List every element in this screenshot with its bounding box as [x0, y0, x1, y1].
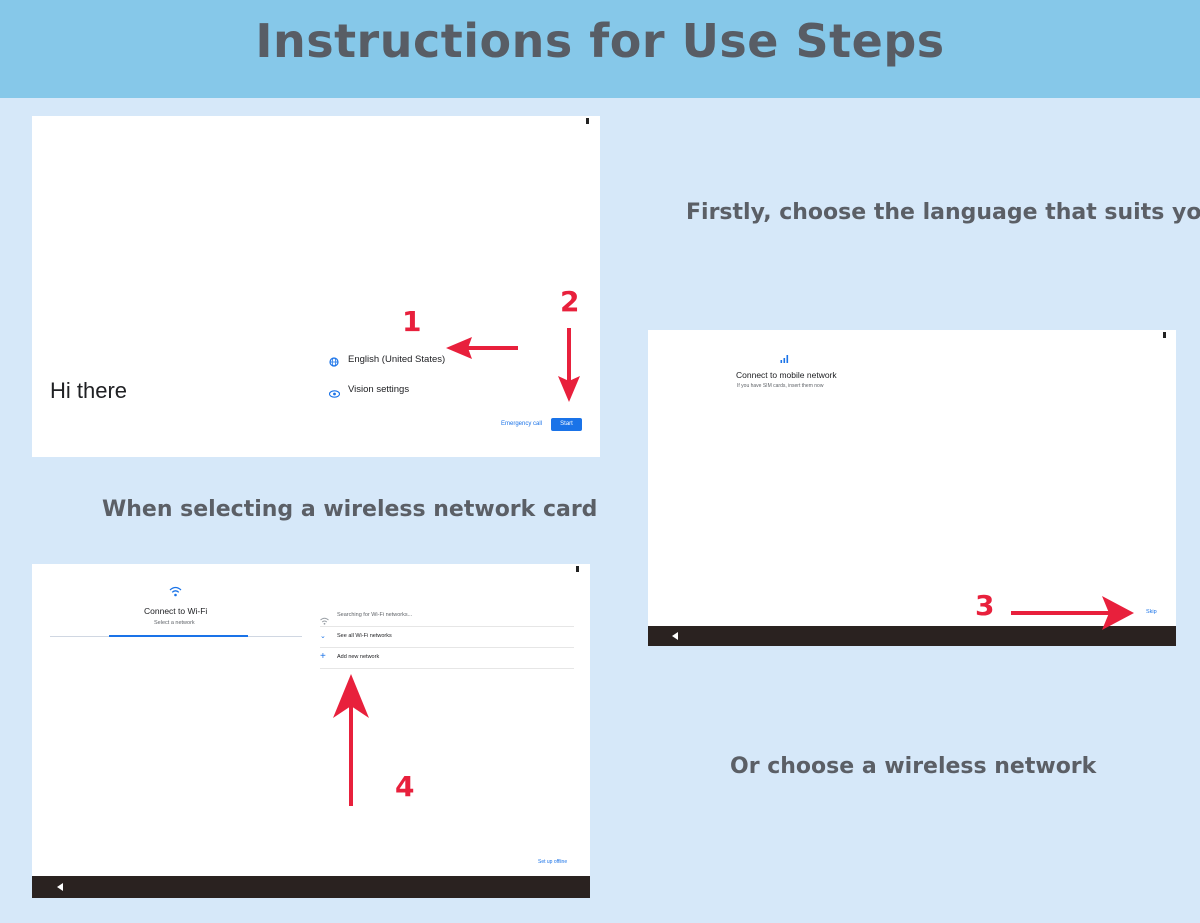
skip-button[interactable]: Skip	[1146, 609, 1157, 615]
wifi-subtitle: Select a network	[154, 620, 195, 626]
globe-icon	[329, 354, 339, 372]
mobile-title: Connect to mobile network	[736, 370, 837, 380]
step-marker-3: 3	[975, 589, 995, 622]
setup-offline-link[interactable]: Set up offline	[538, 859, 568, 865]
battery-icon	[1163, 332, 1166, 338]
mobile-subtitle: If you have SIM cards, insert them now	[737, 383, 824, 389]
caption-wireless-network: Or choose a wireless network	[730, 754, 1097, 779]
divider	[320, 647, 574, 648]
back-icon[interactable]	[672, 632, 678, 640]
greeting-text: Hi there	[50, 378, 128, 403]
caption-language: Firstly, choose the language that suits …	[686, 200, 1200, 225]
step-marker-2: 2	[560, 285, 580, 318]
wifi-searching-icon	[320, 612, 329, 630]
battery-icon	[586, 118, 589, 124]
divider	[320, 668, 574, 669]
welcome-screen: Hi there English (United States) Vision …	[32, 116, 600, 457]
arrow-to-language	[446, 337, 518, 359]
header-banner: Instructions for Use Steps	[0, 0, 1200, 98]
start-button[interactable]: Start	[551, 418, 582, 431]
navigation-bar	[32, 876, 590, 898]
step-marker-4: 4	[395, 770, 415, 803]
wifi-icon	[169, 584, 182, 602]
step-marker-1: 1	[402, 305, 422, 338]
arrow-to-start	[558, 328, 580, 402]
mobile-network-screen: Connect to mobile network If you have SI…	[648, 330, 1176, 646]
see-all-networks-link[interactable]: See all Wi-Fi networks	[337, 633, 392, 639]
chevron-down-icon: ⌄	[320, 633, 326, 640]
navigation-bar	[648, 626, 1176, 646]
eye-icon	[328, 385, 341, 403]
battery-icon	[576, 566, 579, 572]
searching-text: Searching for Wi-Fi networks...	[337, 612, 413, 618]
signal-icon	[780, 350, 789, 368]
wifi-title: Connect to Wi-Fi	[144, 606, 208, 616]
add-new-network-link[interactable]: Add new network	[337, 654, 380, 660]
arrow-to-add-network	[333, 674, 369, 806]
divider	[320, 626, 574, 627]
emergency-call-button[interactable]: Emergency call	[501, 421, 543, 427]
caption-wireless-card: When selecting a wireless network card	[102, 497, 598, 522]
vision-settings-link[interactable]: Vision settings	[348, 384, 410, 395]
language-selector[interactable]: English (United States)	[348, 354, 446, 365]
arrow-to-skip	[1011, 596, 1134, 630]
page-title: Instructions for Use Steps	[255, 14, 945, 68]
progress-bar	[109, 635, 248, 637]
plus-icon: +	[320, 651, 326, 662]
back-icon[interactable]	[57, 883, 63, 891]
wifi-screen: Connect to Wi-Fi Select a network Search…	[32, 564, 590, 898]
